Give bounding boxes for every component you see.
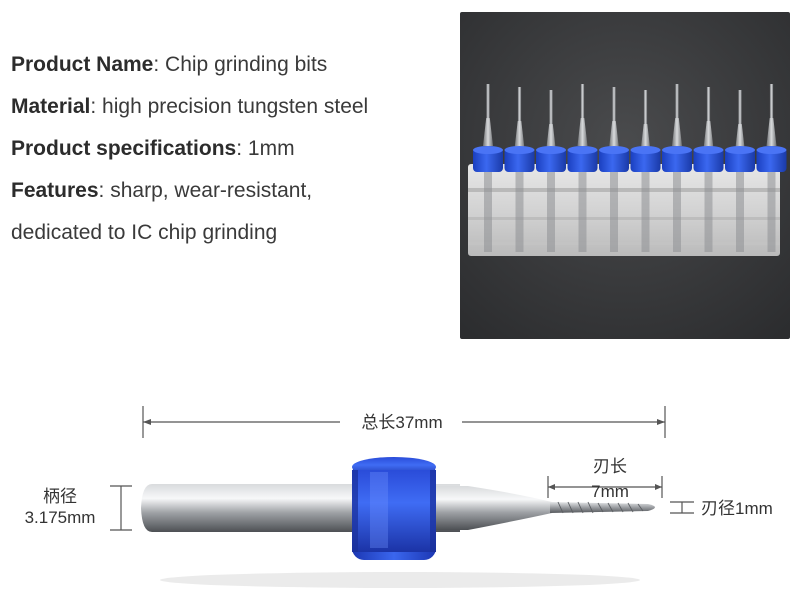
bits-set-illustration <box>460 12 790 339</box>
dimension-diagram: 总长37mm 柄径 3.175mm <box>0 390 800 600</box>
spec-sep: : <box>236 137 248 160</box>
bit-5 <box>599 87 629 252</box>
spec-sep: : <box>153 53 166 76</box>
spec-key: Material <box>11 95 91 118</box>
bit-6 <box>630 90 661 252</box>
shank-diameter-dimension: 柄径 3.175mm <box>25 485 132 531</box>
bit-4 <box>567 84 598 252</box>
spec-key: Features <box>11 179 99 202</box>
bit-3 <box>536 90 566 252</box>
spec-product-name: Product Name: Chip grinding bits <box>11 44 451 86</box>
spec-features: Features: sharp, wear-resistant, <box>11 170 451 212</box>
spec-value: 1mm <box>247 137 295 160</box>
drill-bit <box>141 457 655 588</box>
spec-value: high precision tungsten steel <box>102 95 369 118</box>
shank-diameter-value: 3.175mm <box>25 508 96 527</box>
bit-dimension-drawing: 总长37mm 柄径 3.175mm <box>25 406 773 588</box>
spec-key: Product specifications <box>11 137 237 160</box>
spec-list: Product Name: Chip grinding bits Materia… <box>11 44 451 254</box>
spec-value: sharp, wear-resistant, <box>110 179 313 202</box>
bit-1 <box>473 84 503 252</box>
spec-sep: : <box>90 95 103 118</box>
bit-8 <box>693 87 724 252</box>
blade-length-dimension: 刃长 7mm <box>547 457 663 501</box>
bit-2 <box>504 87 535 252</box>
bit-10 <box>756 84 787 252</box>
spec-value: dedicated to IC chip grinding <box>11 221 278 244</box>
spec-key: Product Name <box>11 53 154 76</box>
bit-7 <box>662 84 692 252</box>
product-photo <box>460 12 790 339</box>
spec-features-cont: dedicated to IC chip grinding <box>11 212 451 254</box>
spec-specifications: Product specifications: 1mm <box>11 128 451 170</box>
spec-material: Material: high precision tungsten steel <box>11 86 451 128</box>
blade-length-label: 刃长 <box>593 457 627 476</box>
blade-length-value: 7mm <box>591 482 629 501</box>
blade-diameter-dimension: 刃径1mm <box>670 499 773 518</box>
total-length-label: 总长37mm <box>361 413 442 432</box>
spec-sep: : <box>98 179 111 202</box>
blade-diameter-label: 刃径1mm <box>701 499 773 518</box>
total-length-dimension: 总长37mm <box>142 406 666 438</box>
spec-value: Chip grinding bits <box>165 53 328 76</box>
bit-9 <box>725 90 755 252</box>
shank-diameter-label: 柄径 <box>43 487 77 506</box>
